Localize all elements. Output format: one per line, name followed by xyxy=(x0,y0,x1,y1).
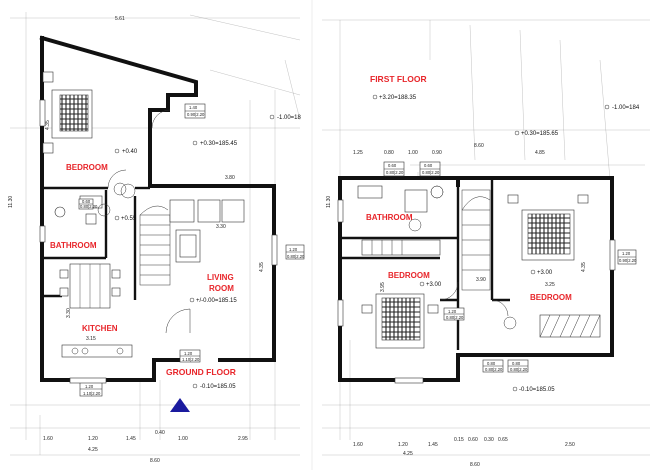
dim-left-side: 11.30 xyxy=(8,196,14,208)
level-top-mid: +0.30=185.65 xyxy=(521,131,559,137)
room-label-bathroom: BATHROOM xyxy=(50,241,97,250)
dim-bottom-1: 1.60 xyxy=(43,436,53,442)
level-top: +3.20=188.35 xyxy=(379,95,417,101)
level-left-bed: +3.00 xyxy=(426,282,442,288)
dim-bottom-8: 2.50 xyxy=(565,442,575,448)
room-label-bedroom: BEDROOM xyxy=(66,163,108,172)
floor-title-first: FIRST FLOOR xyxy=(370,74,427,84)
level-living: +/-0.00=185.15 xyxy=(196,298,237,304)
window-tag-a: 1.20 xyxy=(289,247,298,252)
window-tag-b: 0.90|2.20 xyxy=(619,258,637,263)
dim-bottom-5: 2.95 xyxy=(238,436,248,442)
room-label-bedroom-right: BEDROOM xyxy=(530,293,572,302)
level-right-bed: +3.00 xyxy=(537,270,553,276)
room-label-bathroom: BATHROOM xyxy=(366,213,413,222)
dim-kitchen-h: 3.30 xyxy=(66,308,72,318)
dim-kitchen-w: 3.15 xyxy=(86,336,96,342)
room-label-kitchen: KITCHEN xyxy=(82,324,118,333)
entrance-arrow-icon xyxy=(170,398,190,412)
ground-floor-plan xyxy=(10,12,305,456)
window-tag-b: 0.90|2.20 xyxy=(187,112,205,117)
dim-top-2: 0.80 xyxy=(384,150,394,156)
dim-bottom-2: 1.20 xyxy=(88,436,98,442)
dim-right-side: 4.35 xyxy=(259,262,265,272)
dim-bed-width: 4.35 xyxy=(45,120,51,130)
dim-bottom-2: 1.20 xyxy=(398,442,408,448)
room-label-room: ROOM xyxy=(209,284,234,293)
window-tag-b: 0.80|2.20 xyxy=(386,170,404,175)
dim-right-side: 4.35 xyxy=(581,262,587,272)
dim-total: 8.60 xyxy=(470,462,480,468)
window-tag-a: 0.60 xyxy=(388,163,397,168)
dim-bottom-4: 1.00 xyxy=(178,436,188,442)
dim-top-total: 8.60 xyxy=(474,143,484,149)
window-tag-b: 1.10|2.20 xyxy=(182,357,200,362)
dim-right-bed-w: 3.25 xyxy=(545,282,555,288)
window-tag-b: 0.80|2.20 xyxy=(80,204,98,209)
level-top-mid: +0.30=185.45 xyxy=(200,141,238,147)
dim-top-3: 1.00 xyxy=(408,150,418,156)
dim-bed-h: 3.95 xyxy=(380,282,386,292)
dim-top-4: 0.90 xyxy=(432,150,442,156)
window-tag-a: 1.20 xyxy=(622,251,631,256)
floor-title-ground: GROUND FLOOR xyxy=(166,367,236,377)
window-tag-a: 1.20 xyxy=(184,351,193,356)
room-label-living: LIVING xyxy=(207,273,234,282)
window-tag-b: 0.80|2.20 xyxy=(446,315,464,320)
dim-mid-w: 3.90 xyxy=(476,277,486,283)
window-tag-a: 1.40 xyxy=(189,105,198,110)
dim-bottom-3: 1.45 xyxy=(126,436,136,442)
dim-left-side: 11.30 xyxy=(326,196,332,208)
window-tag-b: 1.10|2.20 xyxy=(83,391,101,396)
dim-bottom-6: 0.30 xyxy=(484,437,494,443)
dim-total-sub: 4.25 xyxy=(88,447,98,453)
dim-bed-rt: 3.80 xyxy=(225,175,235,181)
first-floor-plan xyxy=(322,19,650,456)
dim-top-5: 4.85 xyxy=(535,150,545,156)
window-tag-a: 1.20 xyxy=(85,384,94,389)
level-top-right: -1.00=184 xyxy=(612,105,640,111)
level-bed: +0.40 xyxy=(122,149,138,155)
window-tag-a: 0.60 xyxy=(82,199,91,204)
window-tag-a: 0.60 xyxy=(424,163,433,168)
dim-total-sub: 4.25 xyxy=(403,451,413,457)
dim-bottom-5: 0.60 xyxy=(468,437,478,443)
level-top-right: -1.00=18 xyxy=(277,115,302,121)
window-tag-b: 0.80|2.20 xyxy=(422,170,440,175)
room-label-bedroom-left: BEDROOM xyxy=(388,271,430,280)
dim-bottom-3: 1.45 xyxy=(428,442,438,448)
dim-bottom-7: 0.65 xyxy=(498,437,508,443)
dim-living-w: 3.30 xyxy=(216,224,226,230)
window-tag-b: 0.80|2.20 xyxy=(287,254,305,259)
window-tag-b: 0.80|2.20 xyxy=(485,367,503,372)
window-tag-a: 1.20 xyxy=(448,309,457,314)
level-bottom: -0.10=185.05 xyxy=(200,384,236,390)
level-bottom: -0.10=185.05 xyxy=(519,387,555,393)
dim-bottom-sub: 0.40 xyxy=(155,430,165,436)
level-bath: +0.55 xyxy=(121,216,137,222)
dim-top: 5.61 xyxy=(115,16,125,22)
dim-total: 8.60 xyxy=(150,458,160,464)
dim-top-1: 1.25 xyxy=(353,150,363,156)
window-tag-a: 0.80 xyxy=(512,361,521,366)
dim-bottom-1: 1.60 xyxy=(353,442,363,448)
dim-bottom-4: 0.15 xyxy=(454,437,464,443)
window-tag-b: 0.80|2.20 xyxy=(510,367,528,372)
window-tag-a: 0.80 xyxy=(487,361,496,366)
